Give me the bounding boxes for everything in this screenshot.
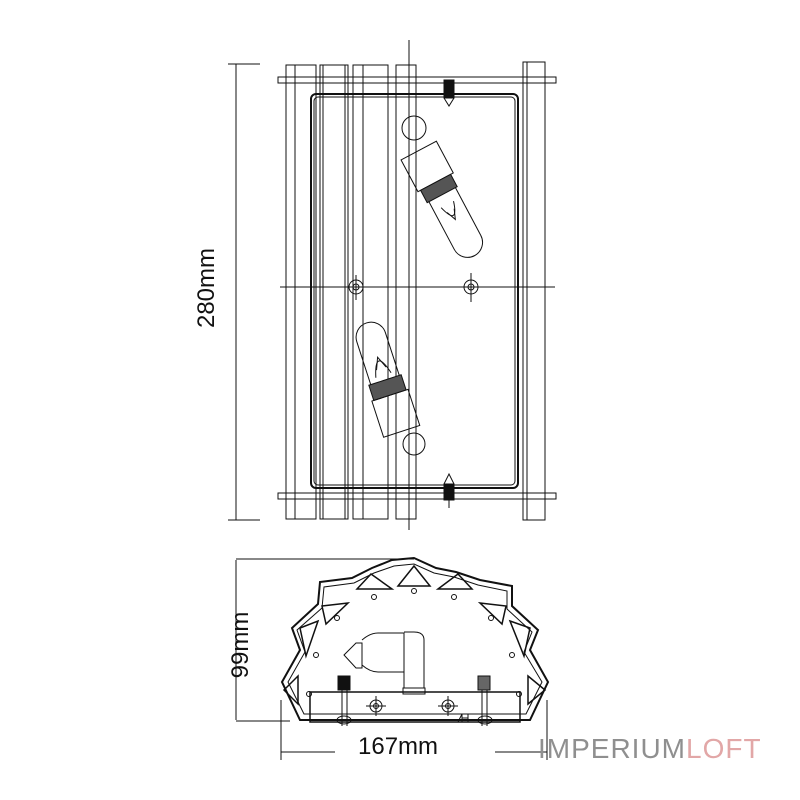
depth-dimension-label: 99mm	[227, 611, 254, 679]
bulb-side	[343, 631, 426, 695]
crystal-frame-inner	[287, 563, 543, 715]
top-bar	[277, 76, 557, 84]
switch-mark	[457, 713, 469, 723]
side-bolt-left	[336, 675, 352, 726]
dimension-line-width	[280, 700, 548, 760]
front-view	[228, 40, 557, 530]
crystal-frame-outer	[280, 556, 550, 721]
height-dimension-label: 280mm	[193, 247, 220, 329]
bulb-lower	[355, 321, 426, 456]
vertical-slats	[285, 40, 417, 530]
mounting-base	[309, 691, 521, 723]
dimension-line-depth	[235, 558, 414, 722]
side-bolt-right	[477, 675, 493, 726]
crystal-screws	[306, 588, 522, 697]
brand-part-loft: LOFT	[686, 733, 762, 764]
mount-hole-right	[463, 273, 479, 302]
right-post	[522, 61, 546, 521]
top-bolt	[443, 79, 455, 107]
crystal-prisms	[282, 564, 547, 706]
base-holes	[366, 696, 458, 716]
brand-watermark: IMPERIUMLOFT	[538, 733, 762, 765]
mount-hole-left	[348, 275, 364, 300]
bottom-bar	[277, 492, 557, 500]
bottom-bolt	[443, 472, 455, 508]
side-view	[235, 556, 550, 760]
dimension-line-height	[228, 63, 260, 521]
backplate	[310, 93, 519, 489]
width-dimension-label: 167mm	[358, 733, 439, 760]
bulb-upper	[400, 115, 483, 258]
brand-part-imperium: IMPERIUM	[538, 733, 686, 764]
